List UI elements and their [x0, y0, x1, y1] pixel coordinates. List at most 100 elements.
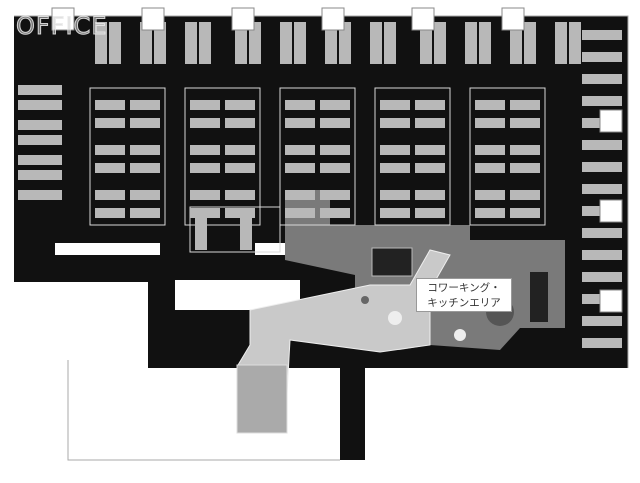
area-label-line2: キッチンエリア: [427, 297, 501, 309]
desk: [415, 118, 445, 128]
column: [51, 7, 75, 31]
desk: [280, 22, 292, 64]
desk: [510, 145, 540, 155]
desk: [130, 208, 160, 218]
round-table: [388, 311, 402, 325]
desk: [190, 190, 220, 200]
desk: [95, 163, 125, 173]
desk: [190, 100, 220, 110]
desk: [475, 145, 505, 155]
desk: [380, 190, 410, 200]
desk: [95, 145, 125, 155]
desk: [240, 230, 252, 250]
office-room: [469, 87, 546, 226]
desk: [582, 162, 622, 172]
desk: [285, 145, 315, 155]
desk: [199, 22, 211, 64]
desk: [195, 230, 207, 250]
desk: [294, 22, 306, 64]
desk: [380, 163, 410, 173]
office-room: [89, 87, 166, 226]
round-table: [454, 329, 466, 341]
desk: [95, 118, 125, 128]
desk: [285, 163, 315, 173]
desk: [325, 22, 337, 64]
desk: [225, 118, 255, 128]
desk: [285, 190, 315, 200]
desk: [582, 250, 622, 260]
desk: [582, 74, 622, 84]
column: [231, 7, 255, 31]
desk: [320, 145, 350, 155]
desk: [555, 22, 567, 64]
desk: [420, 22, 432, 64]
desk: [225, 100, 255, 110]
office-room: [374, 87, 451, 226]
void-area-right: [365, 368, 628, 460]
desk: [225, 208, 255, 218]
service-opening: [55, 243, 160, 255]
desk: [130, 163, 160, 173]
desk: [380, 145, 410, 155]
desk: [95, 22, 107, 64]
desk: [18, 190, 62, 200]
desk: [434, 22, 446, 64]
column: [501, 7, 525, 31]
bench-seating: [530, 272, 548, 322]
desk: [95, 208, 125, 218]
desk: [475, 118, 505, 128]
desk: [190, 145, 220, 155]
desk: [18, 135, 62, 145]
desk: [475, 100, 505, 110]
desk: [235, 22, 247, 64]
desk: [384, 22, 396, 64]
desk: [140, 22, 152, 64]
desk: [18, 120, 62, 130]
desk: [130, 118, 160, 128]
desk: [582, 228, 622, 238]
desk: [465, 22, 477, 64]
desk: [510, 100, 540, 110]
desk: [225, 190, 255, 200]
desk: [225, 163, 255, 173]
desk: [95, 100, 125, 110]
desk: [510, 163, 540, 173]
desk: [185, 22, 197, 64]
outer-wall-line: [14, 15, 629, 368]
corridor-strip: [340, 360, 365, 460]
desk: [18, 85, 62, 95]
desk: [510, 208, 540, 218]
column: [599, 109, 623, 133]
desk: [130, 190, 160, 200]
desk: [249, 22, 261, 64]
desk: [475, 208, 505, 218]
lounge-area: [236, 364, 288, 434]
desk: [285, 208, 315, 218]
desk: [18, 155, 62, 165]
area-label: コワーキング・ キッチンエリア: [416, 278, 512, 312]
desk: [320, 163, 350, 173]
desk: [320, 190, 350, 200]
structural-columns: [51, 7, 623, 313]
desk: [18, 100, 62, 110]
desk: [475, 190, 505, 200]
desk: [109, 22, 121, 64]
column: [411, 7, 435, 31]
desk: [582, 316, 622, 326]
desk: [415, 100, 445, 110]
office-room: [184, 87, 261, 226]
desk: [225, 145, 255, 155]
column: [321, 7, 345, 31]
desk: [190, 163, 220, 173]
desk: [582, 184, 622, 194]
desk: [524, 22, 536, 64]
desk: [582, 30, 622, 40]
desk: [582, 52, 622, 62]
office-room: [279, 87, 356, 226]
outer-wall-line: [67, 360, 340, 461]
desk: [475, 163, 505, 173]
desk: [582, 338, 622, 348]
desk: [582, 96, 622, 106]
desk: [510, 22, 522, 64]
